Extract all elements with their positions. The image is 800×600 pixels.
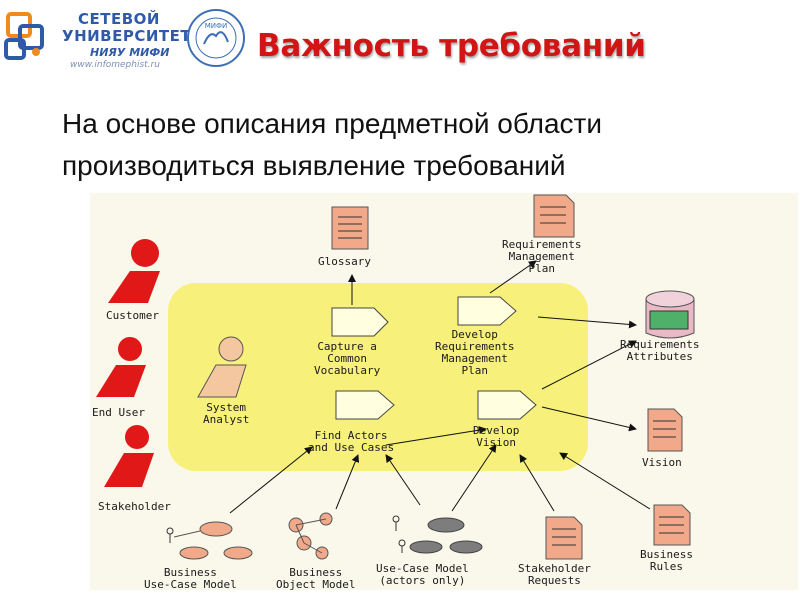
diagram-canvas: [96, 194, 695, 560]
use-case-model-label: Use-Case Model (actors only): [376, 562, 469, 587]
glossary-document-icon: [331, 206, 369, 250]
arrow-rules-vision: [559, 452, 651, 510]
requirements-attributes-database-icon: [645, 290, 695, 339]
find-actors-activity-icon: [335, 390, 395, 420]
stakeholder-label: Stakeholder: [98, 500, 171, 513]
develop-vision-activity-icon: [477, 390, 537, 420]
subtitle-line-2: производиться выявление требований: [62, 150, 566, 181]
customer-label: Customer: [106, 309, 159, 322]
mephi-seal-icon: МИФИ: [187, 9, 245, 67]
glossary-label: Glossary: [318, 255, 371, 268]
stakeholder-requests-document-icon: [545, 516, 583, 560]
develop-plan-activity-icon: [457, 296, 517, 326]
business-object-model-icon: [288, 512, 333, 560]
seal-text: МИФИ: [205, 22, 228, 30]
system-analyst-actor-icon: [197, 336, 247, 398]
arrow-bom-findactors: [335, 454, 360, 510]
network-university-logo: СЕТЕВОЙ УНИВЕРСИТЕТ НИЯУ МИФИ www.infome…: [0, 0, 250, 78]
develop-vision-label: Develop Vision: [473, 424, 520, 449]
arrow-plan-attributes: [537, 316, 637, 329]
business-use-case-model-label: Business Use-Case Model: [144, 566, 237, 591]
capture-vocabulary-label: Capture a Common Vocabulary: [314, 340, 381, 377]
use-case-model-icon: [392, 515, 483, 554]
arrow-findactors-vision: [385, 426, 487, 446]
arrow-vision-vision: [541, 406, 637, 432]
arrow-bucm-findactors: [229, 446, 313, 514]
arrow-ucm-findactors: [385, 454, 421, 506]
business-rules-label: Business Rules: [640, 548, 693, 573]
logo-line-2: УНИВЕРСИТЕТ: [62, 27, 192, 45]
slide-title: Важность требований: [257, 28, 646, 64]
logo-line-1: СЕТЕВОЙ: [78, 10, 160, 28]
requirements-plan-document-icon: [533, 194, 575, 238]
logo-url: www.infomephist.ru: [70, 60, 160, 70]
requirements-attributes-label: Requirements Attributes: [620, 338, 700, 363]
vision-document-icon: [647, 408, 683, 452]
end-user-label: End User: [92, 406, 145, 419]
vision-label: Vision: [642, 456, 682, 469]
business-use-case-model-icon: [166, 521, 253, 560]
business-rules-document-icon: [653, 504, 691, 546]
subtitle-line-1: На основе описания предметной области: [62, 108, 603, 139]
customer-actor-icon: [108, 239, 160, 303]
arrow-ucm-vision: [451, 444, 497, 512]
logo-squares-icon: [4, 12, 44, 60]
capture-vocabulary-activity-icon: [331, 307, 389, 337]
requirements-diagram: Customer End User Stakeholder System Ana…: [90, 193, 798, 591]
system-analyst-label: System Analyst: [203, 401, 250, 426]
arrow-plan-reqplan: [489, 260, 537, 294]
stakeholder-actor-icon: [104, 425, 154, 487]
arrow-vision-attributes: [541, 340, 637, 390]
workflow-highlight-area: [168, 283, 588, 471]
stakeholder-requests-label: Stakeholder Requests: [518, 562, 591, 587]
requirements-plan-label: Requirements Management Plan: [502, 238, 582, 275]
find-actors-label: Find Actors and Use Cases: [308, 429, 395, 454]
logo-line-3: НИЯУ МИФИ: [90, 46, 170, 59]
develop-plan-label: Develop Requirements Management Plan: [435, 328, 515, 377]
end-user-actor-icon: [96, 337, 146, 397]
arrow-requests-vision: [519, 454, 555, 512]
business-object-model-label: Business Object Model: [276, 566, 356, 591]
